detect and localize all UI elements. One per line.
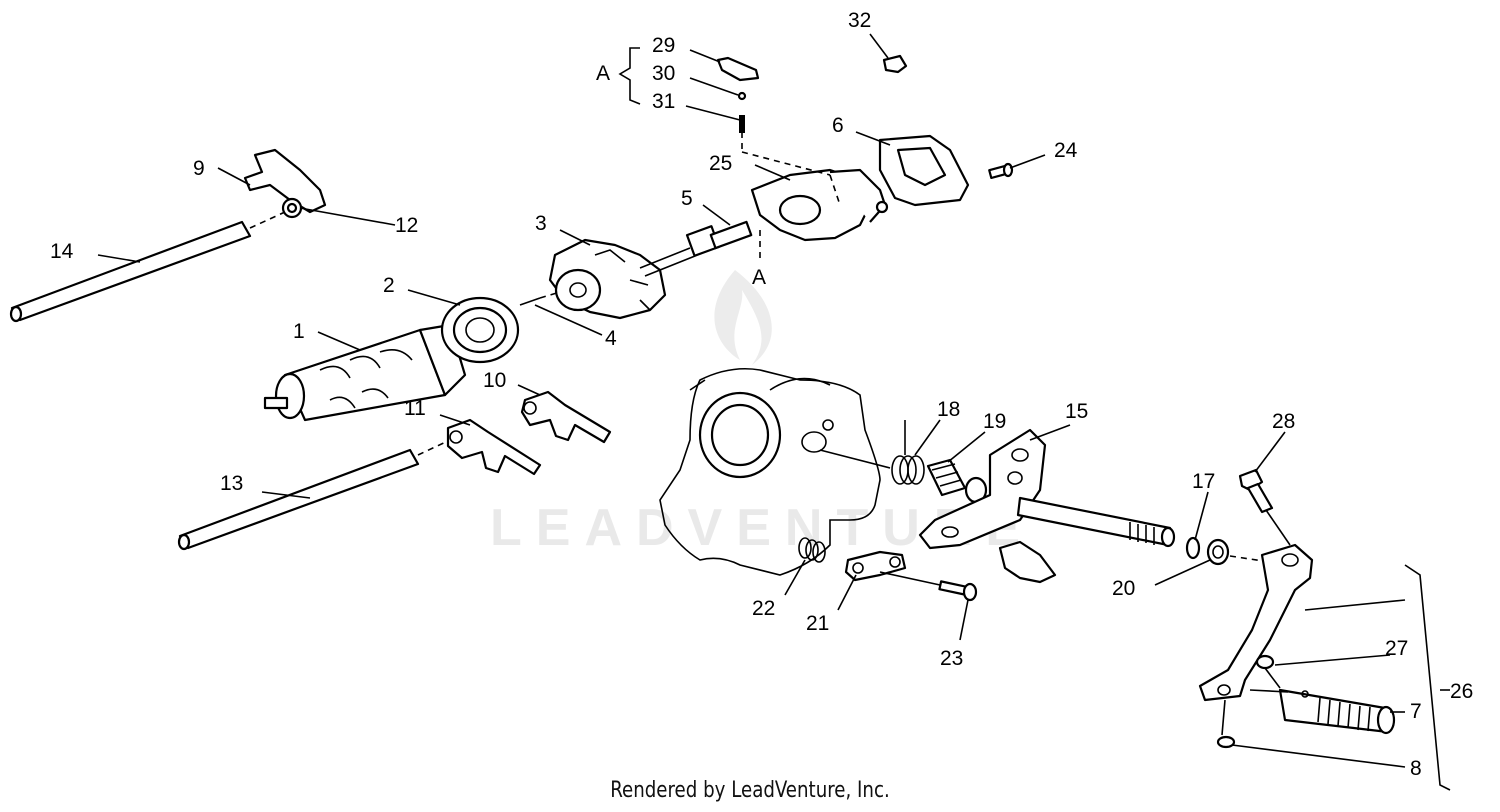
callout-19: 19 (983, 410, 1006, 433)
callout-10: 10 (483, 369, 506, 392)
callout-9: 9 (193, 157, 205, 180)
part-17-circlip (1185, 536, 1201, 560)
part-28-bolt (1238, 468, 1274, 514)
callout-18: 18 (937, 398, 960, 421)
callout-31: 31 (652, 90, 675, 113)
part-29-cam-pin (716, 56, 760, 82)
part-26-bracket (1404, 564, 1451, 791)
callout-6: 6 (832, 114, 844, 137)
part-11-shift-fork (446, 418, 542, 476)
callout-7: 7 (1410, 700, 1422, 723)
callout-labels: 1 2 3 4 5 6 7 8 9 10 11 12 13 14 15 17 1… (50, 9, 1473, 780)
part-31-spring (739, 115, 745, 133)
callout-26: 26 (1450, 680, 1473, 703)
part-2-bearing (440, 296, 520, 364)
callout-8: 8 (1410, 757, 1422, 780)
part-5-bolt (639, 220, 753, 277)
callout-32: 32 (848, 9, 871, 32)
part-3-drum-segment (548, 238, 667, 320)
part-22-spring (798, 537, 826, 563)
part-15-shift-shaft (918, 428, 1176, 550)
callout-30: 30 (652, 62, 675, 85)
part-18-spring (891, 420, 925, 485)
footer-credit: Rendered by LeadVenture, Inc. (610, 778, 890, 803)
part-19-collar (926, 458, 988, 504)
part-21-lever (844, 550, 907, 582)
part-9-shift-fork (243, 148, 327, 219)
part-26-shift-lever (1198, 543, 1314, 702)
part-1-shift-drum (263, 323, 467, 422)
part-14-fork-shaft (9, 220, 252, 323)
callout-25: 25 (709, 152, 732, 175)
callout-28: 28 (1272, 410, 1295, 433)
callout-4: 4 (605, 327, 617, 350)
shift-shaft-bracket (998, 540, 1057, 584)
part-25-shift-cam (750, 168, 889, 242)
callout-23: 23 (940, 647, 963, 670)
part-13-fork-shaft (177, 448, 420, 551)
callout-12: 12 (395, 214, 418, 237)
part-4-pin (519, 291, 561, 306)
group-a-brace (618, 47, 641, 105)
callout-13: 13 (220, 472, 243, 495)
callout-11: 11 (404, 397, 426, 420)
part-24-screw (988, 162, 1014, 180)
part-20-washer (1206, 538, 1230, 566)
part-30-ball (737, 91, 747, 101)
crankcase-outline (659, 367, 881, 576)
part-8-cotter-pin (1216, 699, 1236, 749)
callout-24: 24 (1054, 139, 1078, 162)
leader-lines (97, 33, 1450, 768)
part-7-foot-peg (1278, 688, 1396, 735)
part-27-pin (1255, 654, 1281, 689)
callout-5: 5 (681, 187, 693, 210)
callout-1: 1 (293, 320, 305, 343)
callout-17: 17 (1192, 470, 1215, 493)
callout-27: 27 (1385, 637, 1408, 660)
callout-21: 21 (806, 612, 829, 635)
callout-2: 2 (383, 274, 395, 297)
part-6-stopper-plate (878, 134, 970, 207)
callout-3: 3 (535, 212, 547, 235)
shaft-a-label: A (752, 266, 766, 289)
callout-22: 22 (752, 597, 775, 620)
callout-29: 29 (652, 34, 675, 57)
part-32-cap (882, 54, 908, 74)
callout-14: 14 (50, 240, 74, 263)
part-23-bolt (938, 580, 978, 602)
part-10-shift-fork (520, 390, 612, 444)
watermark-flame-icon (714, 270, 772, 365)
callout-15: 15 (1065, 400, 1088, 423)
callout-20: 20 (1112, 577, 1135, 600)
group-a-label: A (596, 62, 610, 85)
